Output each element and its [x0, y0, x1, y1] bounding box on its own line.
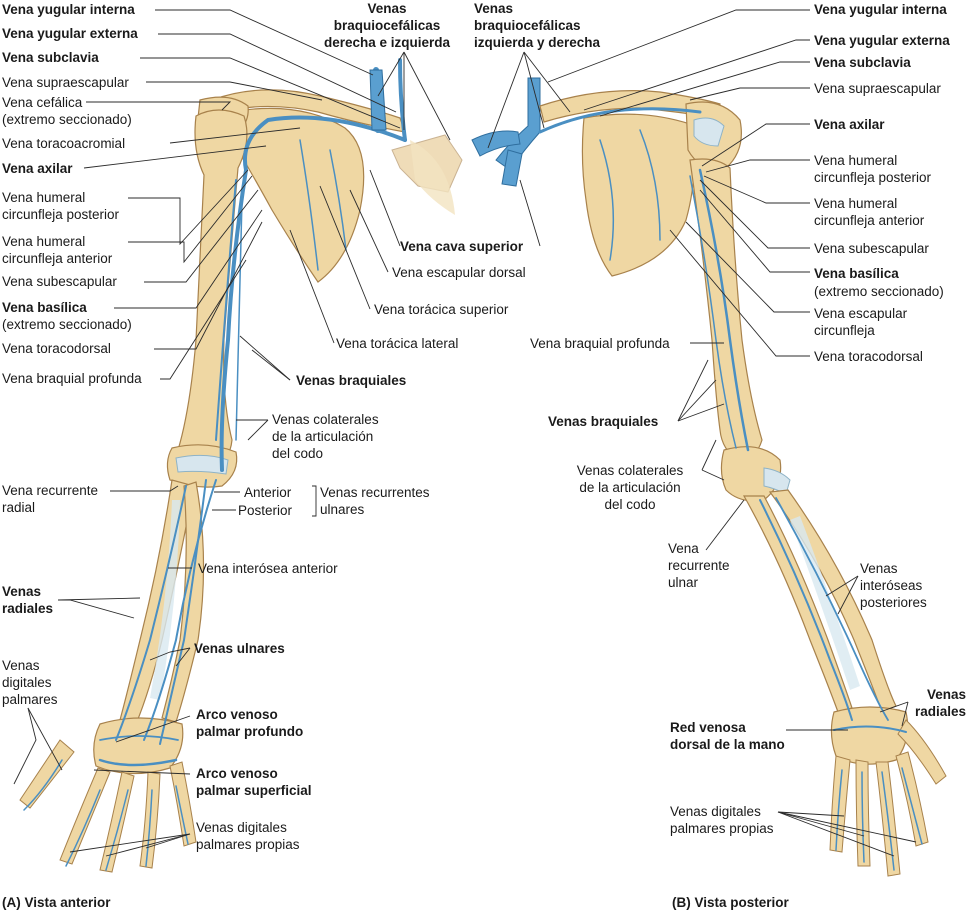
- label-yugular-interna-a: Vena yugular interna: [2, 2, 135, 17]
- label-axilar-a: Vena axilar: [2, 161, 73, 176]
- label-subescapular-b: Vena subescapular: [814, 241, 929, 256]
- label-hum-circ-ant-a: Vena humeral circunfleja anterior: [2, 234, 113, 266]
- label-anterior-recurrente: Anterior: [244, 485, 292, 500]
- label-recurrente-radial-a: Vena recurrente radial: [2, 483, 99, 515]
- label-toracoacromial-a: Vena toracoacromial: [2, 136, 126, 151]
- label-radiales-a: Venas radiales: [2, 584, 54, 616]
- label-basilica-sub-a: (extremo seccionado): [2, 317, 132, 332]
- caption-posterior-view: (B) Vista posterior: [672, 895, 789, 910]
- label-axilar-b: Vena axilar: [814, 117, 885, 132]
- label-radiales-b: Venas radiales: [914, 687, 966, 719]
- label-subclavia-a: Vena subclavia: [2, 50, 99, 65]
- label-basilica-a: Vena basílica: [2, 300, 87, 315]
- label-toracica-superior: Vena torácica superior: [374, 302, 509, 317]
- anterior-view-art: [19, 58, 463, 873]
- label-hum-circ-post-b: Vena humeral circunfleja posterior: [814, 153, 932, 185]
- label-yugular-externa-a: Vena yugular externa: [2, 26, 138, 41]
- caption-anterior-view: (A) Vista anterior: [2, 895, 111, 910]
- label-toracodorsal-b: Vena toracodorsal: [814, 349, 923, 364]
- label-interosea-anterior: Vena interósea anterior: [198, 561, 338, 576]
- label-posterior-recurrente: Posterior: [238, 503, 293, 518]
- label-cefalica-a: Vena cefálica (extremo seccionado): [2, 95, 132, 127]
- label-colaterales-a: Venas colaterales de la articulación del…: [272, 412, 379, 461]
- label-braquiocefalicas-b: Venas braquiocefálicas izquierda y derec…: [474, 1, 601, 50]
- label-braquial-profunda-a: Vena braquial profunda: [2, 371, 142, 386]
- label-toracodorsal-a: Vena toracodorsal: [2, 341, 111, 356]
- label-colaterales-b: Venas colaterales de la articulación del…: [576, 463, 684, 512]
- label-arco-superficial: Arco venoso palmar superficial: [196, 766, 312, 798]
- label-digitales-propias-b: Venas digitales palmares propias: [670, 804, 774, 836]
- label-basilica-sub-b: (extremo seccionado): [814, 284, 944, 299]
- label-braquiocefalicas-a: Venas braquiocefálicas derecha e izquier…: [323, 1, 451, 50]
- label-subclavia-b: Vena subclavia: [814, 55, 911, 70]
- label-supraescapular-a: Vena supraescapular: [2, 75, 129, 90]
- posterior-view-art: [471, 77, 947, 877]
- label-hum-circ-post-a: Vena humeral circunfleja posterior: [2, 190, 120, 222]
- label-yugular-interna-b: Vena yugular interna: [814, 2, 947, 17]
- label-red-dorsal: Red venosa dorsal de la mano: [670, 720, 785, 752]
- label-digitales-palmares-a: Venas digitales palmares: [2, 658, 58, 707]
- leader-lines: [13, 9, 917, 857]
- label-digitales-propias-a: Venas digitales palmares propias: [196, 820, 300, 852]
- label-cava-superior: Vena cava superior: [400, 239, 524, 254]
- label-braquiales-b: Venas braquiales: [548, 414, 659, 429]
- label-toracica-lateral: Vena torácica lateral: [336, 336, 459, 351]
- label-escapular-dorsal: Vena escapular dorsal: [392, 265, 526, 280]
- label-braquiales-a: Venas braquiales: [296, 373, 407, 388]
- label-interoseas-posteriores: Venas interóseas posteriores: [860, 561, 927, 610]
- label-hum-circ-ant-b: Vena humeral circunfleja anterior: [814, 196, 925, 228]
- label-braquial-profunda-b: Vena braquial profunda: [530, 336, 670, 351]
- label-escapular-circunfleja-b: Vena escapular circunfleja: [814, 306, 908, 338]
- label-supraescapular-b: Vena supraescapular: [814, 81, 941, 96]
- label-yugular-externa-b: Vena yugular externa: [814, 33, 950, 48]
- label-arco-profundo: Arco venoso palmar profundo: [196, 707, 304, 739]
- label-recurrente-ulnar: Vena recurrente ulnar: [668, 541, 730, 590]
- label-basilica-b: Vena basílica: [814, 266, 899, 281]
- label-subescapular-a: Vena subescapular: [2, 274, 117, 289]
- label-ulnares: Venas ulnares: [194, 641, 285, 656]
- label-recurrentes-ulnares: Venas recurrentes ulnares: [320, 485, 430, 517]
